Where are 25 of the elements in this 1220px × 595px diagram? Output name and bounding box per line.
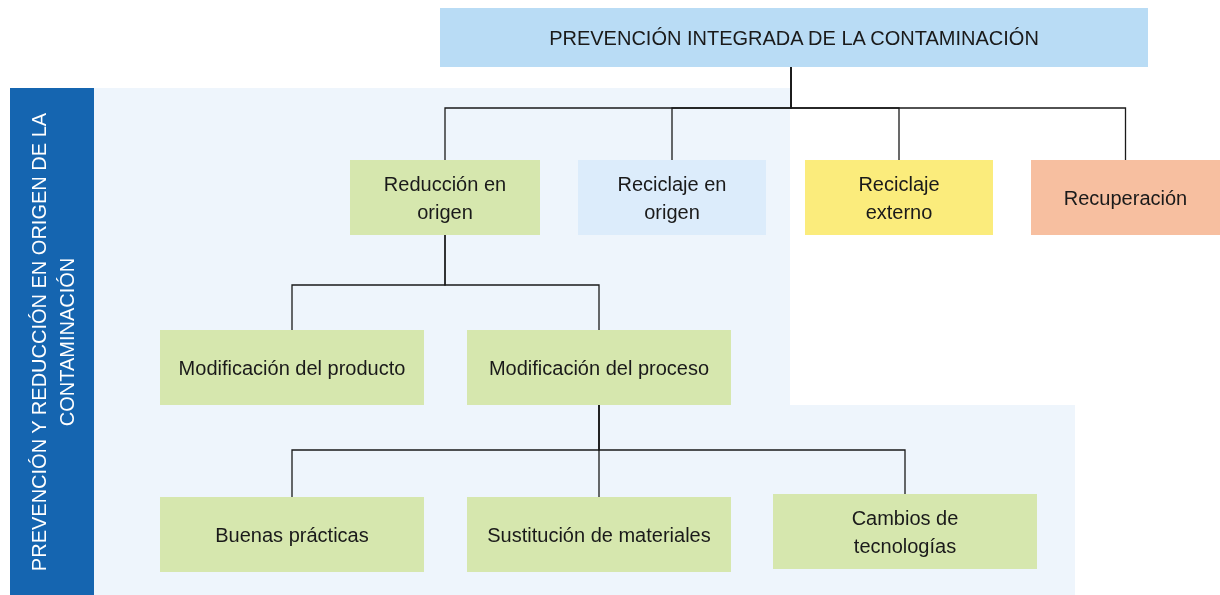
- category-box: [350, 160, 540, 235]
- node-label: Sustitución de materiales: [487, 522, 711, 548]
- connector-line: [444, 234, 600, 331]
- category-box: [160, 330, 424, 405]
- node-label: Recuperación: [1063, 185, 1188, 211]
- node-label: Buenas prácticas: [215, 522, 369, 548]
- band-label: PREVENCIÓN Y REDUCCIÓN EN ORIGEN DE LA CONTAMINACIÓN: [26, 111, 78, 573]
- node-label: Reciclaje externo: [857, 171, 941, 225]
- node-label: Cambios de tecnologías: [850, 505, 960, 559]
- category-box: [440, 8, 1148, 67]
- vertical-band: [10, 88, 94, 595]
- node-label: Reciclaje en origen: [616, 171, 728, 225]
- node-label: Reducción en origen: [382, 171, 508, 225]
- category-box: [1031, 160, 1220, 235]
- node-label: PREVENCIÓN INTEGRADA DE LA CONTAMINACIÓN: [549, 25, 1039, 51]
- node-label: Modificación del producto: [178, 355, 406, 381]
- category-box: [160, 497, 424, 572]
- category-box: [467, 497, 731, 572]
- category-box: [578, 160, 766, 235]
- category-box: [467, 330, 731, 405]
- connector-line: [598, 404, 906, 495]
- category-box: [773, 494, 1037, 569]
- category-box: [805, 160, 993, 235]
- node-label: Modificación del proceso: [488, 355, 710, 381]
- connector-line: [790, 66, 1127, 161]
